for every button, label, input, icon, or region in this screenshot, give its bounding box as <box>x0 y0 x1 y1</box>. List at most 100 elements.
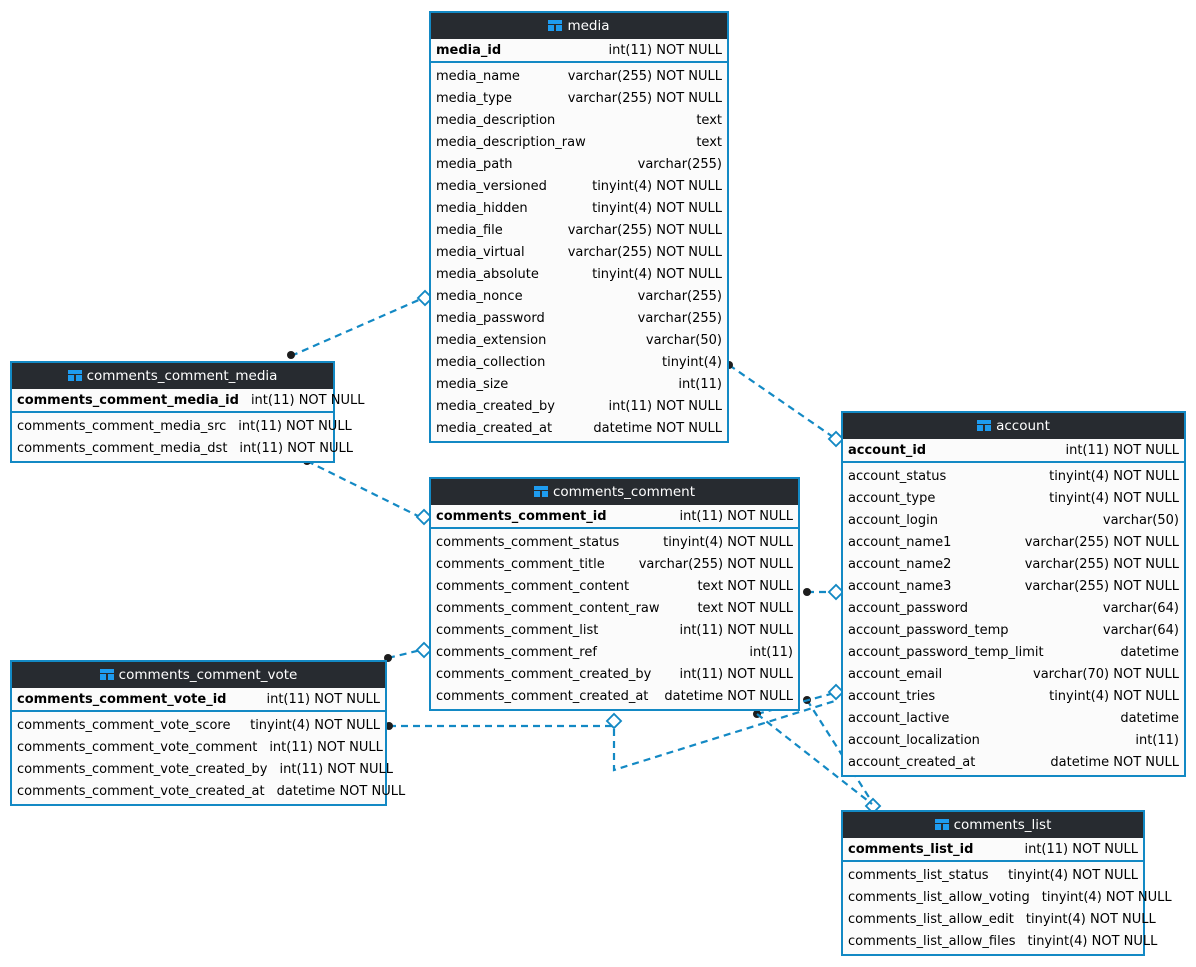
column-row[interactable]: account_password_temp varchar(64) <box>843 619 1184 641</box>
table-title: comments_comment_media <box>86 368 278 384</box>
column-type: int(11) NOT NULL <box>608 42 722 58</box>
column-name: comments_list_allow_files <box>848 933 1016 949</box>
column-name: media_path <box>436 156 513 172</box>
table-comments-comment[interactable]: comments_comment comments_comment_id int… <box>429 477 800 711</box>
table-comments-comment-vote[interactable]: comments_comment_vote comments_comment_v… <box>10 660 405 806</box>
column-name: comments_comment_content_raw <box>436 600 660 616</box>
column-row-pk[interactable]: comments_comment_vote_id int(11) NOT NUL… <box>12 688 385 710</box>
column-type: tinyint(4) NOT NULL <box>1049 468 1179 484</box>
column-type: tinyint(4) <box>661 354 722 370</box>
column-type: int(11) NOT NULL <box>250 392 365 408</box>
column-name: account_localization <box>848 732 980 748</box>
table-comments-list-header: comments_list <box>843 812 1143 838</box>
column-type: tinyint(4) NOT NULL <box>250 717 380 733</box>
column-name: account_password_temp <box>848 622 1009 638</box>
columns-section: account_status tinyint(4) NOT NULL accoun… <box>843 463 1184 775</box>
column-row[interactable]: account_status tinyint(4) NOT NULL <box>843 465 1184 487</box>
column-row[interactable]: account_password varchar(64) <box>843 597 1184 619</box>
column-row-pk[interactable]: comments_comment_id int(11) NOT NULL <box>431 505 798 527</box>
column-type: varchar(255) NOT NULL <box>567 222 722 238</box>
column-row-pk[interactable]: account_id int(11) NOT NULL <box>843 439 1184 461</box>
column-type: text NOT NULL <box>697 578 793 594</box>
column-name: account_status <box>848 468 947 484</box>
table-icon <box>67 370 82 381</box>
column-name: account_email <box>848 666 943 682</box>
table-account[interactable]: account account_id int(11) NOT NULL acco… <box>841 411 1186 777</box>
column-type: datetime NOT NULL <box>664 688 793 704</box>
table-comments-comment-media-header: comments_comment_media <box>12 363 333 389</box>
column-name: account_name3 <box>848 578 952 594</box>
table-comments-comment-media[interactable]: comments_comment_media comments_comment_… <box>10 361 364 463</box>
column-type: int(11) <box>678 376 722 392</box>
table-icon <box>977 420 992 431</box>
column-name: account_type <box>848 490 936 506</box>
column-name: account_created_at <box>848 754 976 770</box>
column-type: varchar(64) <box>1102 600 1179 616</box>
column-type: datetime NOT NULL <box>593 420 722 436</box>
primary-key-section: comments_comment_vote_id int(11) NOT NUL… <box>12 688 385 712</box>
column-name: account_password <box>848 600 969 616</box>
column-row-pk[interactable]: comments_comment_media_id int(11) NOT NU… <box>12 389 364 411</box>
column-row-pk[interactable]: media_id int(11) NOT NULL <box>431 39 727 61</box>
column-name: comments_comment_list <box>436 622 599 638</box>
primary-key-section: comments_comment_id int(11) NOT NULL <box>431 505 798 529</box>
column-name: comments_comment_status <box>436 534 620 550</box>
column-type: tinyint(4) NOT NULL <box>1049 688 1179 704</box>
table-comments-list[interactable]: comments_list comments_list_id int(11) N… <box>841 810 1172 956</box>
primary-key-section: account_id int(11) NOT NULL <box>843 439 1184 463</box>
column-name: comments_comment_media_id <box>17 392 239 408</box>
column-row-pk[interactable]: comments_list_id int(11) NOT NULL <box>843 838 1143 860</box>
column-type: varchar(64) <box>1102 622 1179 638</box>
column-type: int(11) NOT NULL <box>238 418 352 434</box>
table-media[interactable]: media media_id int(11) NOT NULL media_na… <box>429 11 729 443</box>
column-type: varchar(50) <box>645 332 722 348</box>
